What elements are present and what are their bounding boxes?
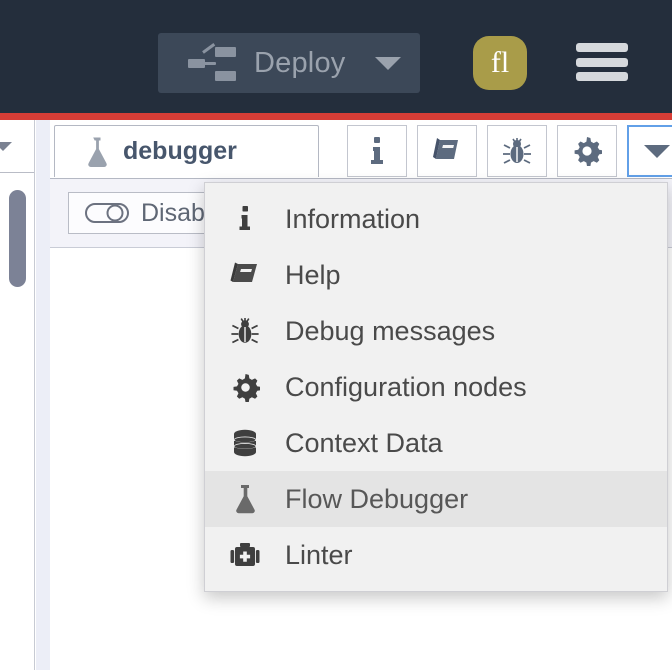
- menu-item-label: Linter: [285, 539, 353, 570]
- tab-debugger-label: debugger: [123, 137, 237, 165]
- book-icon: [227, 262, 263, 288]
- hamburger-bar-2: [576, 57, 628, 67]
- sidebar-gutter: [36, 120, 50, 670]
- menu-item-label: Context Data: [285, 427, 443, 458]
- toolbar-button-more-options[interactable]: [627, 125, 672, 177]
- menu-item-label: Information: [285, 203, 421, 234]
- app-header: Deploy fl: [0, 0, 672, 113]
- toolbar-button-debug-messages[interactable]: [487, 125, 547, 177]
- tab-toolbar: [337, 125, 672, 177]
- bug-icon: [502, 136, 532, 166]
- tab-debugger[interactable]: debugger: [54, 125, 319, 177]
- vertical-scrollbar-thumb[interactable]: [9, 190, 26, 287]
- gear-icon: [227, 373, 263, 402]
- hamburger-bar-3: [576, 72, 628, 81]
- avatar-initials: fl: [490, 46, 510, 79]
- chevron-down-icon: [644, 144, 670, 158]
- info-icon: [227, 206, 263, 232]
- menu-item-label: Configuration nodes: [285, 371, 527, 402]
- book-icon: [432, 137, 462, 165]
- menu-item-context-data[interactable]: Context Data: [205, 415, 667, 471]
- toolbar-button-information[interactable]: [347, 125, 407, 177]
- deploy-button-label: Deploy: [254, 46, 346, 79]
- menu-item-label: Flow Debugger: [285, 483, 469, 514]
- database-icon: [227, 429, 263, 457]
- menu-item-information[interactable]: Information: [205, 191, 667, 247]
- flask-icon: [83, 136, 111, 168]
- gear-icon: [572, 136, 602, 166]
- menu-item-label: Debug messages: [285, 315, 496, 346]
- hamburger-bar-1: [576, 43, 628, 52]
- info-icon: [370, 136, 384, 166]
- left-rail: [0, 120, 35, 670]
- header-accent-bar: [0, 113, 672, 120]
- menu-item-flow-debugger[interactable]: Flow Debugger: [205, 471, 667, 527]
- medkit-icon: [227, 542, 263, 568]
- hamburger-icon[interactable]: [576, 43, 628, 81]
- partial-tab-button[interactable]: [0, 120, 34, 173]
- chevron-down-icon[interactable]: [375, 56, 402, 70]
- flow-nodes-icon: [188, 43, 240, 83]
- tab-strip: debugger: [50, 120, 672, 180]
- chevron-down-icon[interactable]: [0, 142, 12, 151]
- toggle-off-icon: [85, 201, 129, 225]
- menu-item-configuration-nodes[interactable]: Configuration nodes: [205, 359, 667, 415]
- flask-icon: [227, 484, 263, 514]
- bug-icon: [227, 316, 263, 346]
- menu-item-help[interactable]: Help: [205, 247, 667, 303]
- menu-item-label: Help: [285, 259, 341, 290]
- toolbar-button-configuration-nodes[interactable]: [557, 125, 617, 177]
- toolbar-button-help[interactable]: [417, 125, 477, 177]
- avatar[interactable]: fl: [473, 36, 527, 90]
- options-dropdown-menu: Information Help: [204, 182, 668, 592]
- deploy-button[interactable]: Deploy: [158, 33, 420, 93]
- menu-item-linter[interactable]: Linter: [205, 527, 667, 583]
- menu-item-debug-messages[interactable]: Debug messages: [205, 303, 667, 359]
